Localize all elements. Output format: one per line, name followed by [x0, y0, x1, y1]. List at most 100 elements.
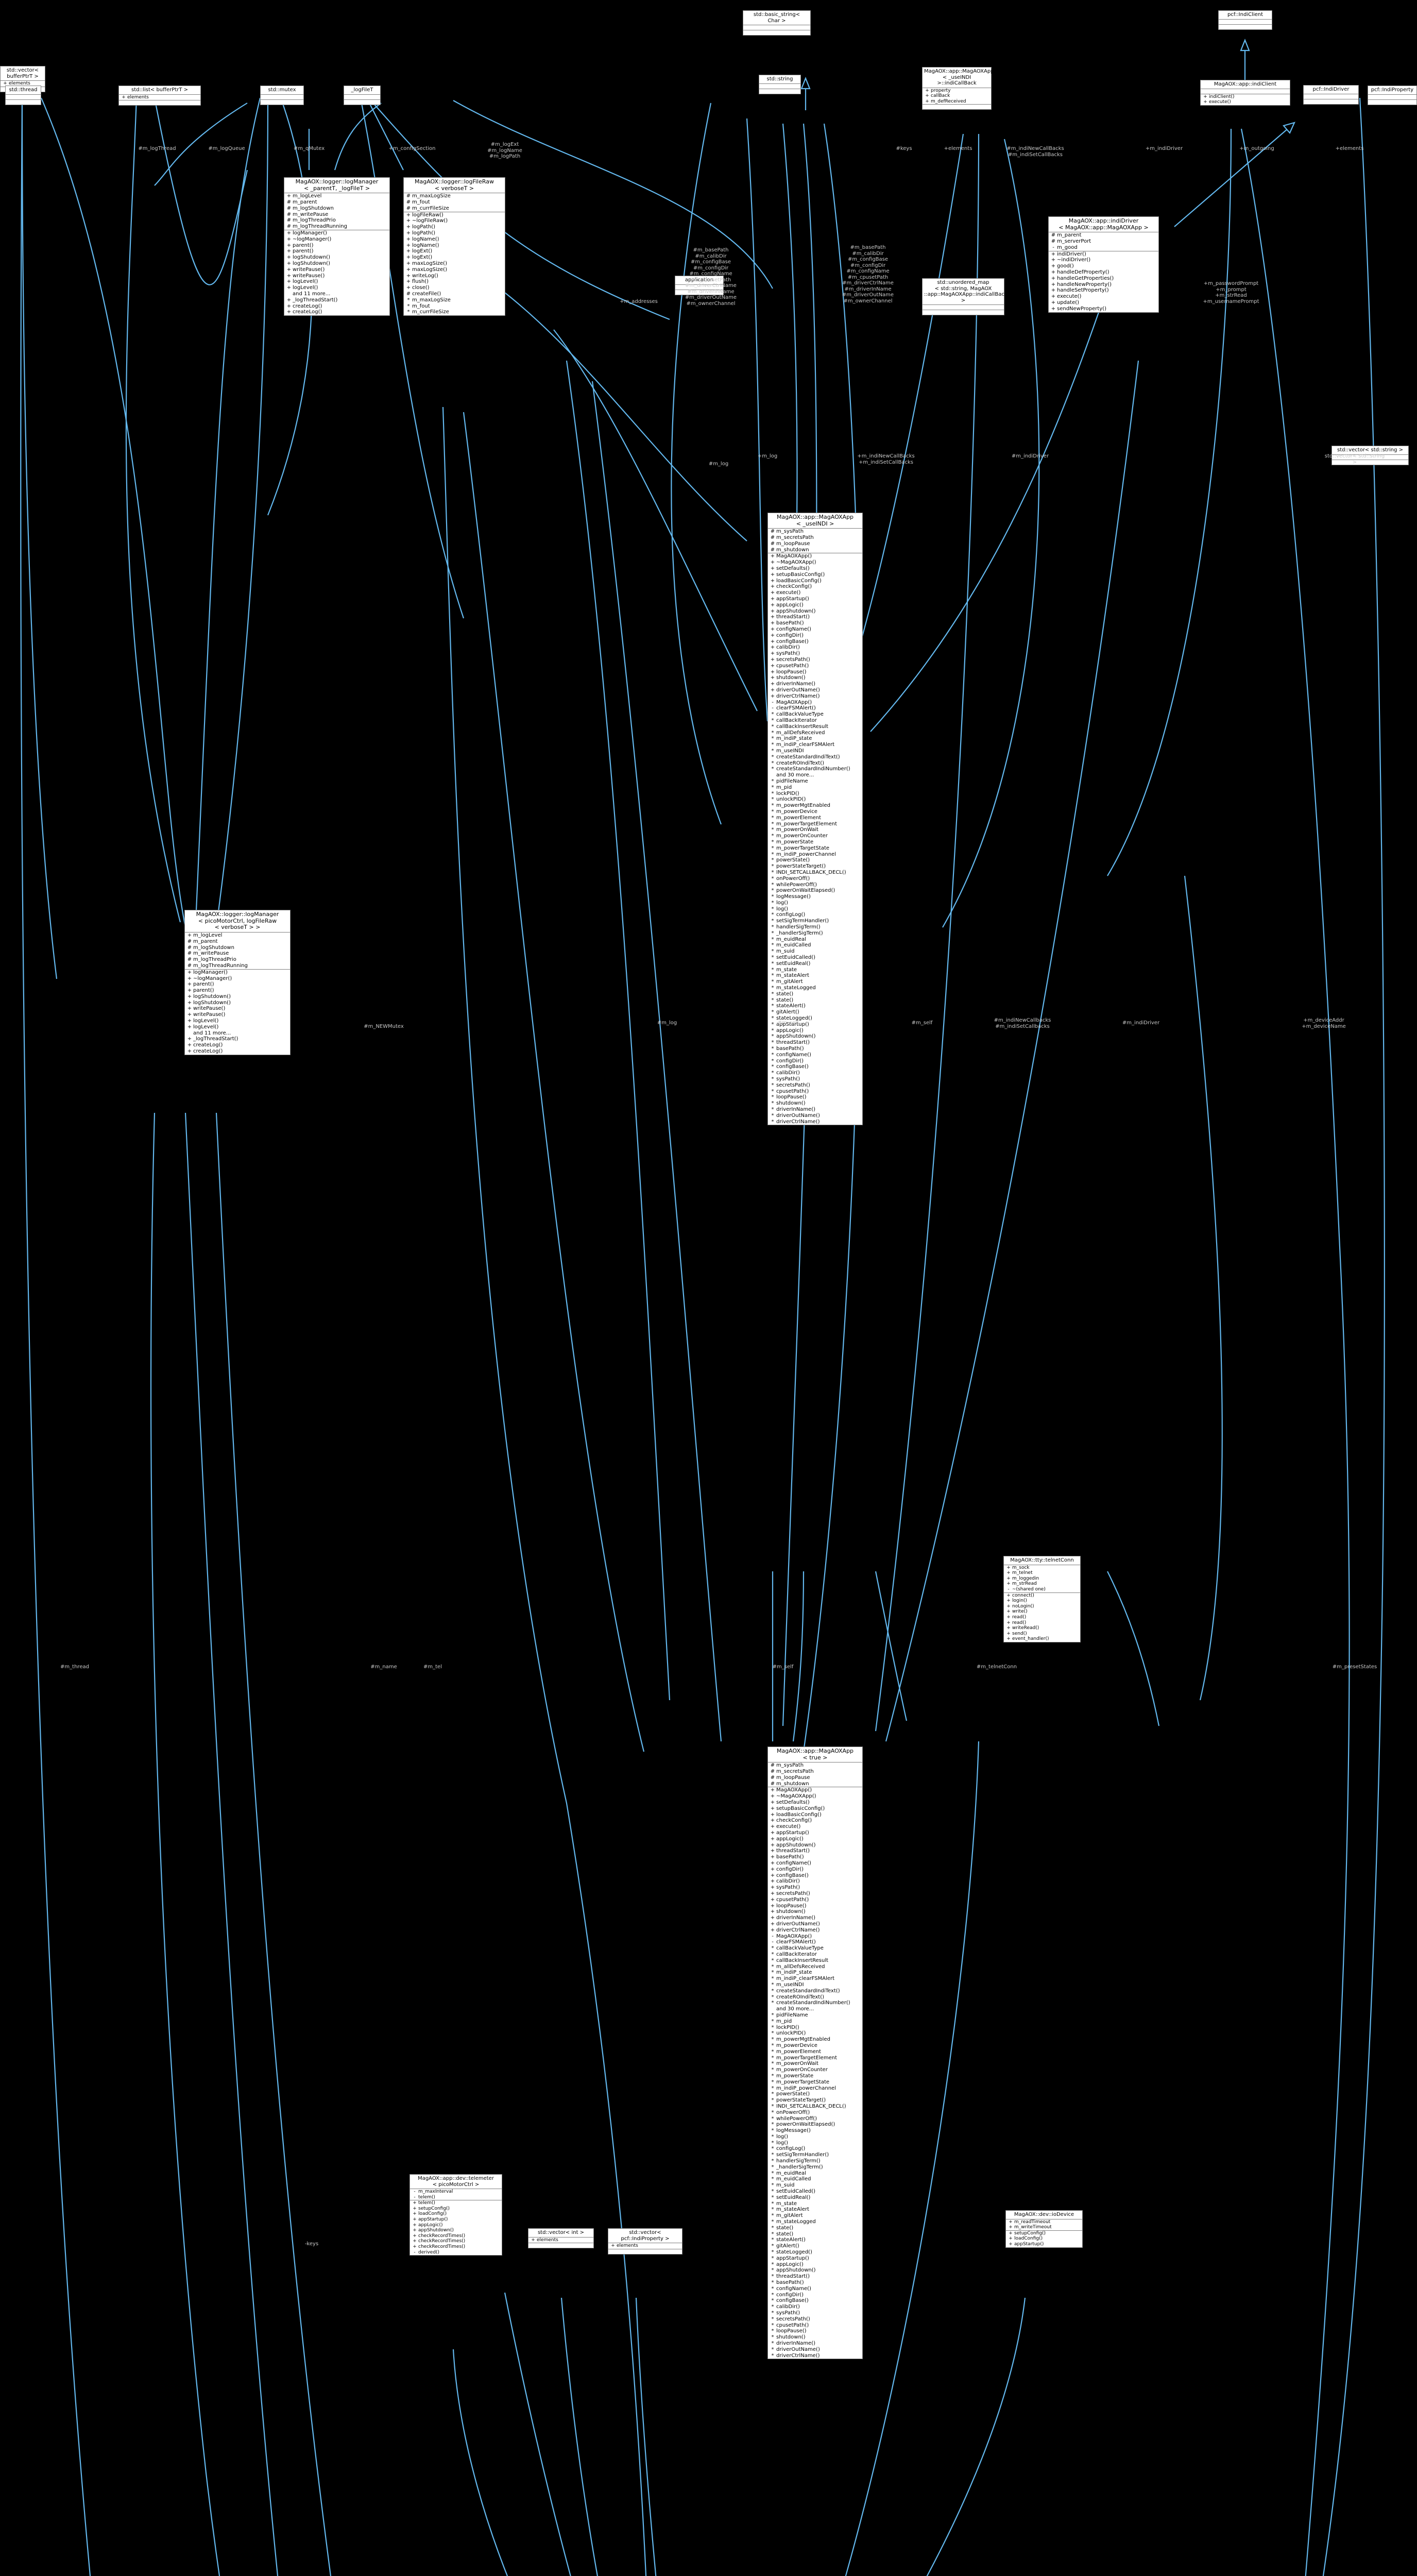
attr-section: +m_sock+m_telnet+m_loggedin+m_strRead-~(…	[1004, 1565, 1080, 1593]
op-row: *callBackIterator	[768, 1952, 862, 1958]
node-logfileraw-template[interactable]: MagAOX::logger::logFileRaw < verboseT > …	[403, 177, 505, 316]
node-pcf-indiclient[interactable]: pcf::IndiClient	[1218, 10, 1272, 30]
op-row: *createStandardIndiText()	[768, 1988, 862, 1994]
visibility: +	[286, 273, 292, 279]
op-name: configName()	[776, 2285, 811, 2292]
node-dev-iodevice[interactable]: MagAOX::dev::ioDevice +m_readTimeout+m_w…	[1005, 2210, 1083, 2248]
visibility: *	[771, 2316, 774, 2322]
op-row: *lockPID()	[768, 2025, 862, 2031]
node-magaox-indiclient[interactable]: MagAOX::app::indiClient +indiClient() +e…	[1200, 80, 1290, 106]
op-row: *driverInName()	[768, 1107, 862, 1113]
op-row: +appStartup()	[410, 2217, 502, 2223]
node-std-thread[interactable]: std::thread	[5, 86, 41, 105]
node-std-mutex[interactable]: std::mutex	[260, 86, 304, 105]
node-application[interactable]: application	[675, 276, 724, 295]
visibility: +	[1006, 1603, 1011, 1609]
visibility: +	[1051, 275, 1056, 281]
op-name: logName()	[412, 236, 439, 242]
visibility: *	[771, 979, 774, 985]
op-row: +writePause()	[284, 273, 389, 279]
op-name: clearFSMAlert()	[776, 705, 816, 711]
op-row: +calibDir()	[768, 645, 862, 651]
op-name: calibDir()	[776, 2304, 800, 2310]
node-indicallback[interactable]: MagAOX::app::MagAOXApp < _useINDI >::ind…	[922, 67, 994, 110]
node-std-vector-std-string[interactable]: std::vector< std::string >	[1331, 446, 1409, 465]
visibility: #	[770, 535, 775, 541]
op-name: driverInName()	[776, 1106, 816, 1112]
node-title: MagAOX::app::MagAOXApp < true >	[768, 1747, 862, 1763]
op-name: and 30 more...	[776, 772, 814, 778]
op-row: +loopPause()	[768, 1903, 862, 1909]
op-row: and 30 more...	[768, 772, 862, 778]
op-row: +appStartup()	[768, 1830, 862, 1836]
op-row: *m_powerOnCounter	[768, 2067, 862, 2073]
op-name: read()	[1012, 1620, 1027, 1625]
node-logfilet[interactable]: _logFileT	[344, 86, 381, 105]
op-name: ~indiDriver()	[1057, 257, 1091, 263]
op-name: _handlerSigTerm()	[776, 2164, 823, 2170]
attr-name: m_loggedin	[1012, 1575, 1039, 1581]
op-row: +configDir()	[768, 633, 862, 639]
op-name: m_stateLogged	[776, 985, 816, 991]
node-title: MagAOX::logger::logManager < _parentT, _…	[284, 178, 389, 194]
visibility: +	[770, 608, 775, 614]
op-name: log()	[776, 906, 789, 912]
visibility: *	[771, 960, 774, 967]
node-pcf-indiproperty[interactable]: pcf::IndiProperty	[1368, 86, 1417, 105]
visibility: *	[771, 723, 774, 730]
visibility: *	[771, 2267, 774, 2274]
visibility: +	[770, 1854, 775, 1860]
visibility: +	[406, 236, 411, 242]
op-name: callBackIterator	[776, 717, 817, 723]
node-std-vector-pcf[interactable]: std::vector< pcf::IndiProperty > +elemen…	[608, 2228, 682, 2255]
node-std-list-bufferptr[interactable]: std::list< bufferPtrT > +elements	[118, 86, 201, 106]
op-name: m_powerMgtEnabled	[776, 2037, 830, 2043]
op-name: configName()	[776, 1860, 811, 1867]
op-name: logShutdown()	[293, 261, 330, 267]
op-name: indiDriver()	[1057, 251, 1086, 257]
op-name: driverCtrlName()	[776, 693, 820, 699]
op-row: *m_stateLogged	[768, 2219, 862, 2225]
op-name: callBackInsertResult	[776, 1957, 829, 1963]
node-tty-telnetconn[interactable]: MagAOX::tty::telnetConn +m_sock+m_telnet…	[1003, 1556, 1081, 1643]
node-magaoxapp-indidriver[interactable]: MagAOX::app::indiDriver < MagAOX::app::M…	[1048, 216, 1159, 313]
op-row: +writeLog()	[404, 273, 505, 279]
op-name: maxLogSize()	[412, 261, 447, 267]
op-row: *log()	[768, 906, 862, 912]
node-magaoxapp-useindi[interactable]: MagAOX::app::MagAOXApp < _useINDI > #m_s…	[767, 513, 863, 1126]
op-row: +maxLogSize()	[404, 261, 505, 267]
node-std-string[interactable]: std::string	[759, 75, 801, 94]
node-std-basic-string[interactable]: std::basic_string< Char >	[743, 10, 811, 36]
node-std-vector-int[interactable]: std::vector< int > +elements	[528, 2228, 594, 2249]
visibility: +	[770, 1800, 775, 1806]
visibility: *	[771, 930, 774, 936]
op-row: +configName()	[768, 1860, 862, 1867]
visibility: +	[286, 230, 292, 236]
node-pcf-indidriver[interactable]: pcf::IndiDriver	[1303, 85, 1359, 105]
visibility: +	[1051, 251, 1056, 257]
node-magaoxapp-true[interactable]: MagAOX::app::MagAOXApp < true > #m_sysPa…	[767, 1747, 863, 2360]
op-name: shutdown()	[776, 1909, 806, 1915]
op-row: +read()	[1004, 1615, 1080, 1620]
op-row: +parent()	[284, 248, 389, 255]
op-name: threadStart()	[776, 1040, 810, 1046]
edge-label: #m_self	[772, 1664, 794, 1670]
op-name: powerStateTarget()	[776, 863, 826, 870]
visibility: *	[771, 2274, 774, 2280]
visibility: *	[771, 803, 774, 809]
edge-label: #m_log	[657, 1020, 677, 1026]
node-app-telemeter[interactable]: MagAOX::app::dev::telemeter < picoMotorC…	[409, 2174, 502, 2256]
visibility: *	[771, 2310, 774, 2316]
op-row: *_handlerSigTerm()	[768, 2164, 862, 2171]
op-row: *m_pid	[768, 785, 862, 791]
op-name: handleDefProperty()	[1057, 269, 1109, 276]
node-std-unordered-map[interactable]: std::unordered_map < std::string, MagAOX…	[922, 278, 1008, 315]
node-logmanager-template[interactable]: MagAOX::logger::logManager < _parentT, _…	[284, 177, 390, 316]
op-name: logMessage()	[776, 2128, 811, 2134]
op-name: appStartup()	[418, 2217, 448, 2223]
visibility: *	[771, 736, 774, 742]
attr-name: elements	[9, 81, 30, 86]
node-logmanager-picomotorctrl[interactable]: MagAOX::logger::logManager < picoMotorCt…	[184, 910, 291, 1055]
visibility: *	[771, 2340, 774, 2346]
op-name: configBase()	[776, 2298, 809, 2304]
